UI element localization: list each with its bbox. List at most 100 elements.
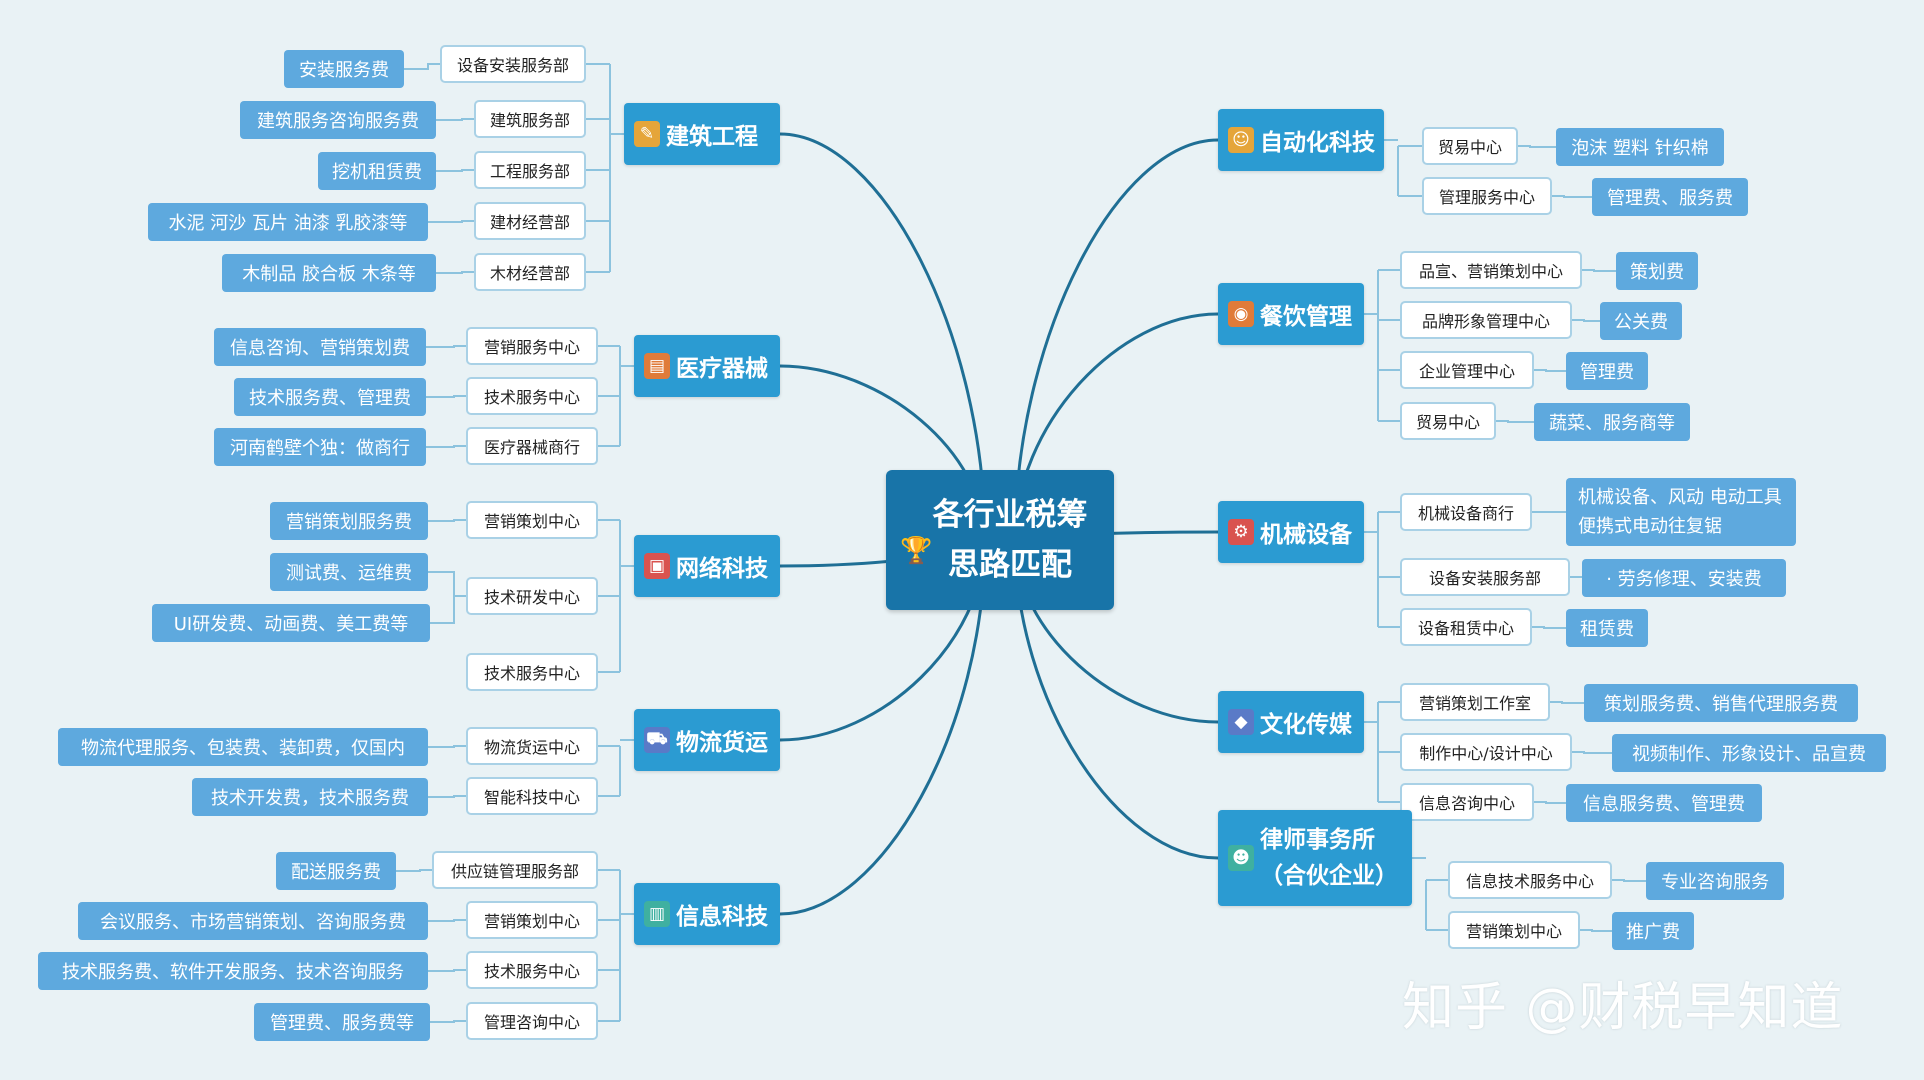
sub-node[interactable]: 技术服务中心 — [466, 377, 598, 415]
leaf-connector — [1534, 801, 1566, 804]
sub-node[interactable]: 营销策划中心 — [466, 501, 598, 539]
leaf-node[interactable]: 专业咨询服务 — [1646, 862, 1784, 900]
central-topic[interactable]: 🏆 各行业税筹思路匹配 — [886, 470, 1114, 610]
leaf-node[interactable]: · 劳务修理、安装费 — [1582, 559, 1786, 597]
leaf-node-label: 策划服务费、销售代理服务费 — [1604, 694, 1838, 715]
leaf-node[interactable]: 河南鹤壁个独：做商行 — [214, 428, 426, 466]
leaf-connector — [1518, 145, 1556, 148]
leaf-node[interactable]: 公关费 — [1600, 302, 1682, 340]
leaf-node[interactable]: 营销策划服务费 — [270, 502, 428, 540]
sub-node[interactable]: 技术研发中心 — [466, 577, 598, 615]
leaf-node[interactable]: UI研发费、动画费、美工费等 — [152, 604, 430, 642]
machine-icon: ⚙ — [1228, 519, 1254, 545]
sub-node[interactable]: 技术服务中心 — [466, 653, 598, 691]
sub-node[interactable]: 营销策划中心 — [1448, 911, 1580, 949]
sub-node[interactable]: 建材经营部 — [474, 202, 586, 240]
sub-node[interactable]: 信息技术服务中心 — [1448, 861, 1612, 899]
sub-node[interactable]: 营销策划中心 — [466, 901, 598, 939]
branch-left-4[interactable]: ▥信息科技 — [634, 883, 780, 945]
leaf-connector — [428, 571, 466, 597]
sub-node-label: 技术服务中心 — [483, 962, 580, 981]
leaf-node[interactable]: 信息咨询、营销策划费 — [214, 328, 426, 366]
leaf-node[interactable]: 蔬菜、服务商等 — [1534, 403, 1690, 441]
sub-node[interactable]: 品牌形象管理中心 — [1400, 301, 1572, 339]
branch-left-3[interactable]: ⛟物流货运 — [634, 709, 780, 771]
sub-node[interactable]: 智能科技中心 — [466, 777, 598, 815]
leaf-node[interactable]: 建筑服务咨询服务费 — [240, 101, 436, 139]
leaf-node[interactable]: 策划服务费、销售代理服务费 — [1584, 684, 1858, 722]
leaf-connector — [436, 169, 474, 172]
sub-node[interactable]: 品宣、营销策划中心 — [1400, 251, 1582, 289]
leaf-node[interactable]: 配送服务费 — [276, 852, 396, 890]
sub-node-label: 设备租赁中心 — [1417, 619, 1514, 638]
leaf-node[interactable]: 水泥 河沙 瓦片 油漆 乳胶漆等 — [148, 203, 428, 241]
leaf-connector — [1612, 879, 1646, 882]
branch-right-3-label: 文化传媒 — [1260, 712, 1352, 738]
branch-left-0-label: 建筑工程 — [666, 124, 758, 150]
branch-right-2[interactable]: ⚙机械设备 — [1218, 501, 1364, 563]
sub-node[interactable]: 机械设备商行 — [1400, 493, 1532, 531]
branch-right-3[interactable]: ◆文化传媒 — [1218, 691, 1364, 753]
trophy-icon: 🏆 — [900, 536, 933, 566]
leaf-node[interactable]: 策划费 — [1616, 252, 1698, 290]
sub-node[interactable]: 信息咨询中心 — [1400, 783, 1534, 821]
branch-left-2[interactable]: ▣网络科技 — [634, 535, 780, 597]
sub-node[interactable]: 管理咨询中心 — [466, 1002, 598, 1040]
branch-right-4[interactable]: ☻律师事务所（合伙企业） — [1218, 810, 1412, 906]
leaf-node[interactable]: 木制品 胶合板 木条等 — [222, 254, 436, 292]
leaf-connector — [1580, 929, 1612, 932]
leaf-node-label: 建筑服务咨询服务费 — [257, 111, 419, 132]
sub-node[interactable]: 企业管理中心 — [1400, 351, 1534, 389]
leaf-node[interactable]: 物流代理服务、包装费、装卸费，仅国内 — [58, 728, 428, 766]
sub-node[interactable]: 工程服务部 — [474, 151, 586, 189]
leaf-node[interactable]: 租赁费 — [1566, 609, 1648, 647]
leaf-node[interactable]: 推广费 — [1612, 912, 1694, 950]
sub-node-label: 管理服务中心 — [1438, 188, 1535, 207]
leaf-node[interactable]: 技术开发费，技术服务费 — [192, 778, 428, 816]
sub-node[interactable]: 技术服务中心 — [466, 951, 598, 989]
leaf-node-label: 管理费、服务费等 — [270, 1013, 414, 1034]
leaf-node[interactable]: 泡沫 塑料 针织棉 — [1556, 128, 1724, 166]
sub-node-label: 营销策划工作室 — [1418, 694, 1531, 713]
branch-left-2-label: 网络科技 — [676, 556, 768, 582]
sub-node[interactable]: 医疗器械商行 — [466, 427, 598, 465]
sub-node[interactable]: 设备租赁中心 — [1400, 608, 1532, 646]
robot-icon: ☺ — [1228, 127, 1254, 153]
sub-node[interactable]: 供应链管理服务部 — [432, 851, 598, 889]
sub-node[interactable]: 营销服务中心 — [466, 327, 598, 365]
leaf-node[interactable]: 机械设备、风动 电动工具 便携式电动往复锯 — [1566, 478, 1796, 546]
leaf-node[interactable]: 挖机租赁费 — [318, 152, 436, 190]
sub-node[interactable]: 建筑服务部 — [474, 100, 586, 138]
leaf-node-label: 机械设备、风动 电动工具 便携式电动往复锯 — [1578, 487, 1782, 537]
sub-node[interactable]: 制作中心/设计中心 — [1400, 733, 1572, 771]
sub-node[interactable]: 设备安装服务部 — [440, 45, 586, 83]
leaf-node-label: 蔬菜、服务商等 — [1549, 413, 1675, 434]
leaf-connector — [428, 795, 466, 798]
leaf-node[interactable]: 管理费、服务费 — [1592, 178, 1748, 216]
sub-node[interactable]: 设备安装服务部 — [1400, 558, 1570, 596]
sub-node[interactable]: 木材经营部 — [474, 253, 586, 291]
leaf-node[interactable]: 会议服务、市场营销策划、咨询服务费 — [78, 902, 428, 940]
branch-left-0[interactable]: ✎建筑工程 — [624, 103, 780, 165]
branch-right-0[interactable]: ☺自动化科技 — [1218, 109, 1384, 171]
leaf-node[interactable]: 管理费、服务费等 — [254, 1003, 430, 1041]
sub-node[interactable]: 营销策划工作室 — [1400, 683, 1550, 721]
sub-node[interactable]: 管理服务中心 — [1422, 177, 1552, 215]
leaf-node-label: 木制品 胶合板 木条等 — [242, 264, 416, 285]
leaf-node[interactable]: 信息服务费、管理费 — [1566, 784, 1762, 822]
sub-node[interactable]: 贸易中心 — [1400, 402, 1496, 440]
leaf-node[interactable]: 安装服务费 — [284, 50, 404, 88]
branch-left-3-label: 物流货运 — [676, 730, 768, 756]
leaf-node[interactable]: 视频制作、形象设计、品宣费 — [1612, 734, 1886, 772]
leaf-node[interactable]: 技术服务费、软件开发服务、技术咨询服务 — [38, 952, 428, 990]
leaf-node-label: 策划费 — [1630, 262, 1684, 283]
leaf-node[interactable]: 测试费、运维费 — [270, 553, 428, 591]
server-icon: ▥ — [644, 901, 670, 927]
sub-node[interactable]: 贸易中心 — [1422, 127, 1518, 165]
branch-right-1[interactable]: ◉餐饮管理 — [1218, 283, 1364, 345]
central-topic-label: 各行业税筹思路匹配 — [932, 497, 1088, 583]
leaf-node[interactable]: 管理费 — [1566, 352, 1648, 390]
sub-node[interactable]: 物流货运中心 — [466, 727, 598, 765]
branch-left-1[interactable]: ▤医疗器械 — [634, 335, 780, 397]
leaf-node[interactable]: 技术服务费、管理费 — [234, 378, 426, 416]
